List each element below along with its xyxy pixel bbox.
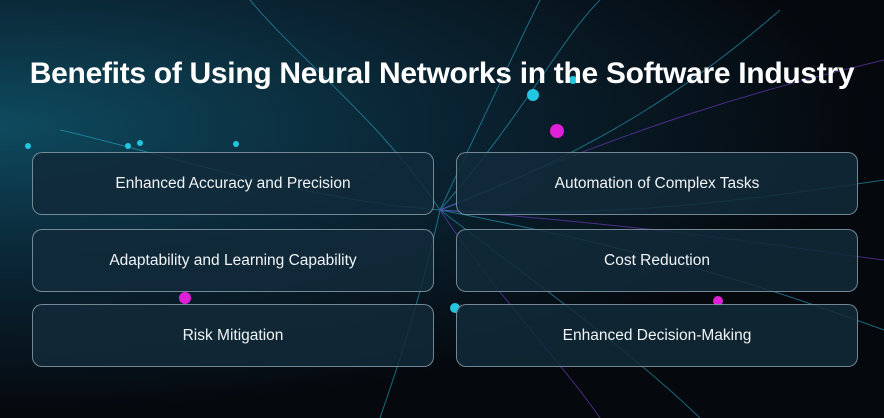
benefit-card: Enhanced Accuracy and Precision (32, 152, 434, 215)
benefit-card: Enhanced Decision-Making (456, 304, 858, 367)
benefit-card: Adaptability and Learning Capability (32, 229, 434, 292)
page-title: Benefits of Using Neural Networks in the… (29, 57, 855, 90)
benefit-card: Cost Reduction (456, 229, 858, 292)
benefit-card: Automation of Complex Tasks (456, 152, 858, 215)
benefit-card: Risk Mitigation (32, 304, 434, 367)
